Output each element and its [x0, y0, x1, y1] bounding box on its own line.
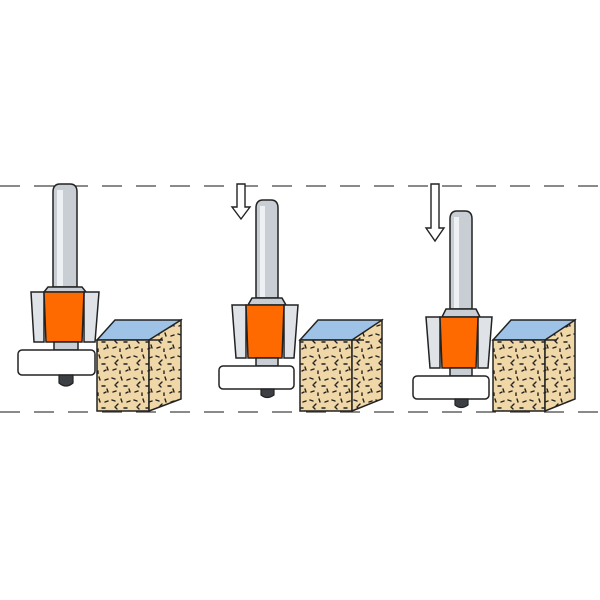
workpiece-block	[298, 318, 384, 413]
bit-collar	[255, 357, 279, 367]
stage-3	[412, 183, 577, 413]
router-bit	[218, 199, 299, 399]
workpiece-block	[491, 318, 577, 413]
bit-cutter-side-left	[30, 291, 45, 343]
router-bit	[17, 183, 100, 387]
router-bit	[412, 210, 493, 409]
bearing-axle	[260, 388, 275, 399]
bearing	[17, 349, 96, 376]
bit-neck	[440, 308, 482, 318]
workpiece-side-face	[351, 318, 383, 413]
bit-cutter-side-right	[477, 316, 493, 369]
bearing	[412, 375, 490, 400]
bearing-axle	[58, 374, 74, 387]
bit-cutter-side-left	[231, 304, 247, 359]
bit-collar	[449, 367, 473, 377]
workpiece-block	[95, 318, 183, 413]
workpiece-front-face	[96, 339, 150, 412]
workpiece-front-face	[299, 339, 353, 412]
workpiece-side-face	[148, 318, 182, 413]
down-arrow-icon	[230, 183, 252, 221]
bit-cutter-body	[43, 291, 85, 343]
bit-collar	[53, 341, 79, 351]
bit-neck	[246, 297, 288, 306]
bearing-axle	[454, 398, 469, 409]
bit-shank	[255, 199, 279, 299]
bearing	[218, 365, 295, 390]
bit-cutter-body	[439, 316, 479, 369]
workpiece-front-face	[492, 339, 546, 412]
workpiece-side-face	[544, 318, 576, 413]
bit-cutter-side-right	[283, 304, 299, 359]
bit-shank	[52, 183, 78, 288]
bit-shank	[449, 210, 473, 310]
bit-cutter-body	[245, 304, 285, 359]
bit-cutter-side-right	[83, 291, 100, 343]
bit-cutter-side-left	[425, 316, 441, 369]
down-arrow-icon	[424, 183, 446, 243]
stage-2	[218, 183, 384, 413]
stage-1	[17, 183, 183, 413]
